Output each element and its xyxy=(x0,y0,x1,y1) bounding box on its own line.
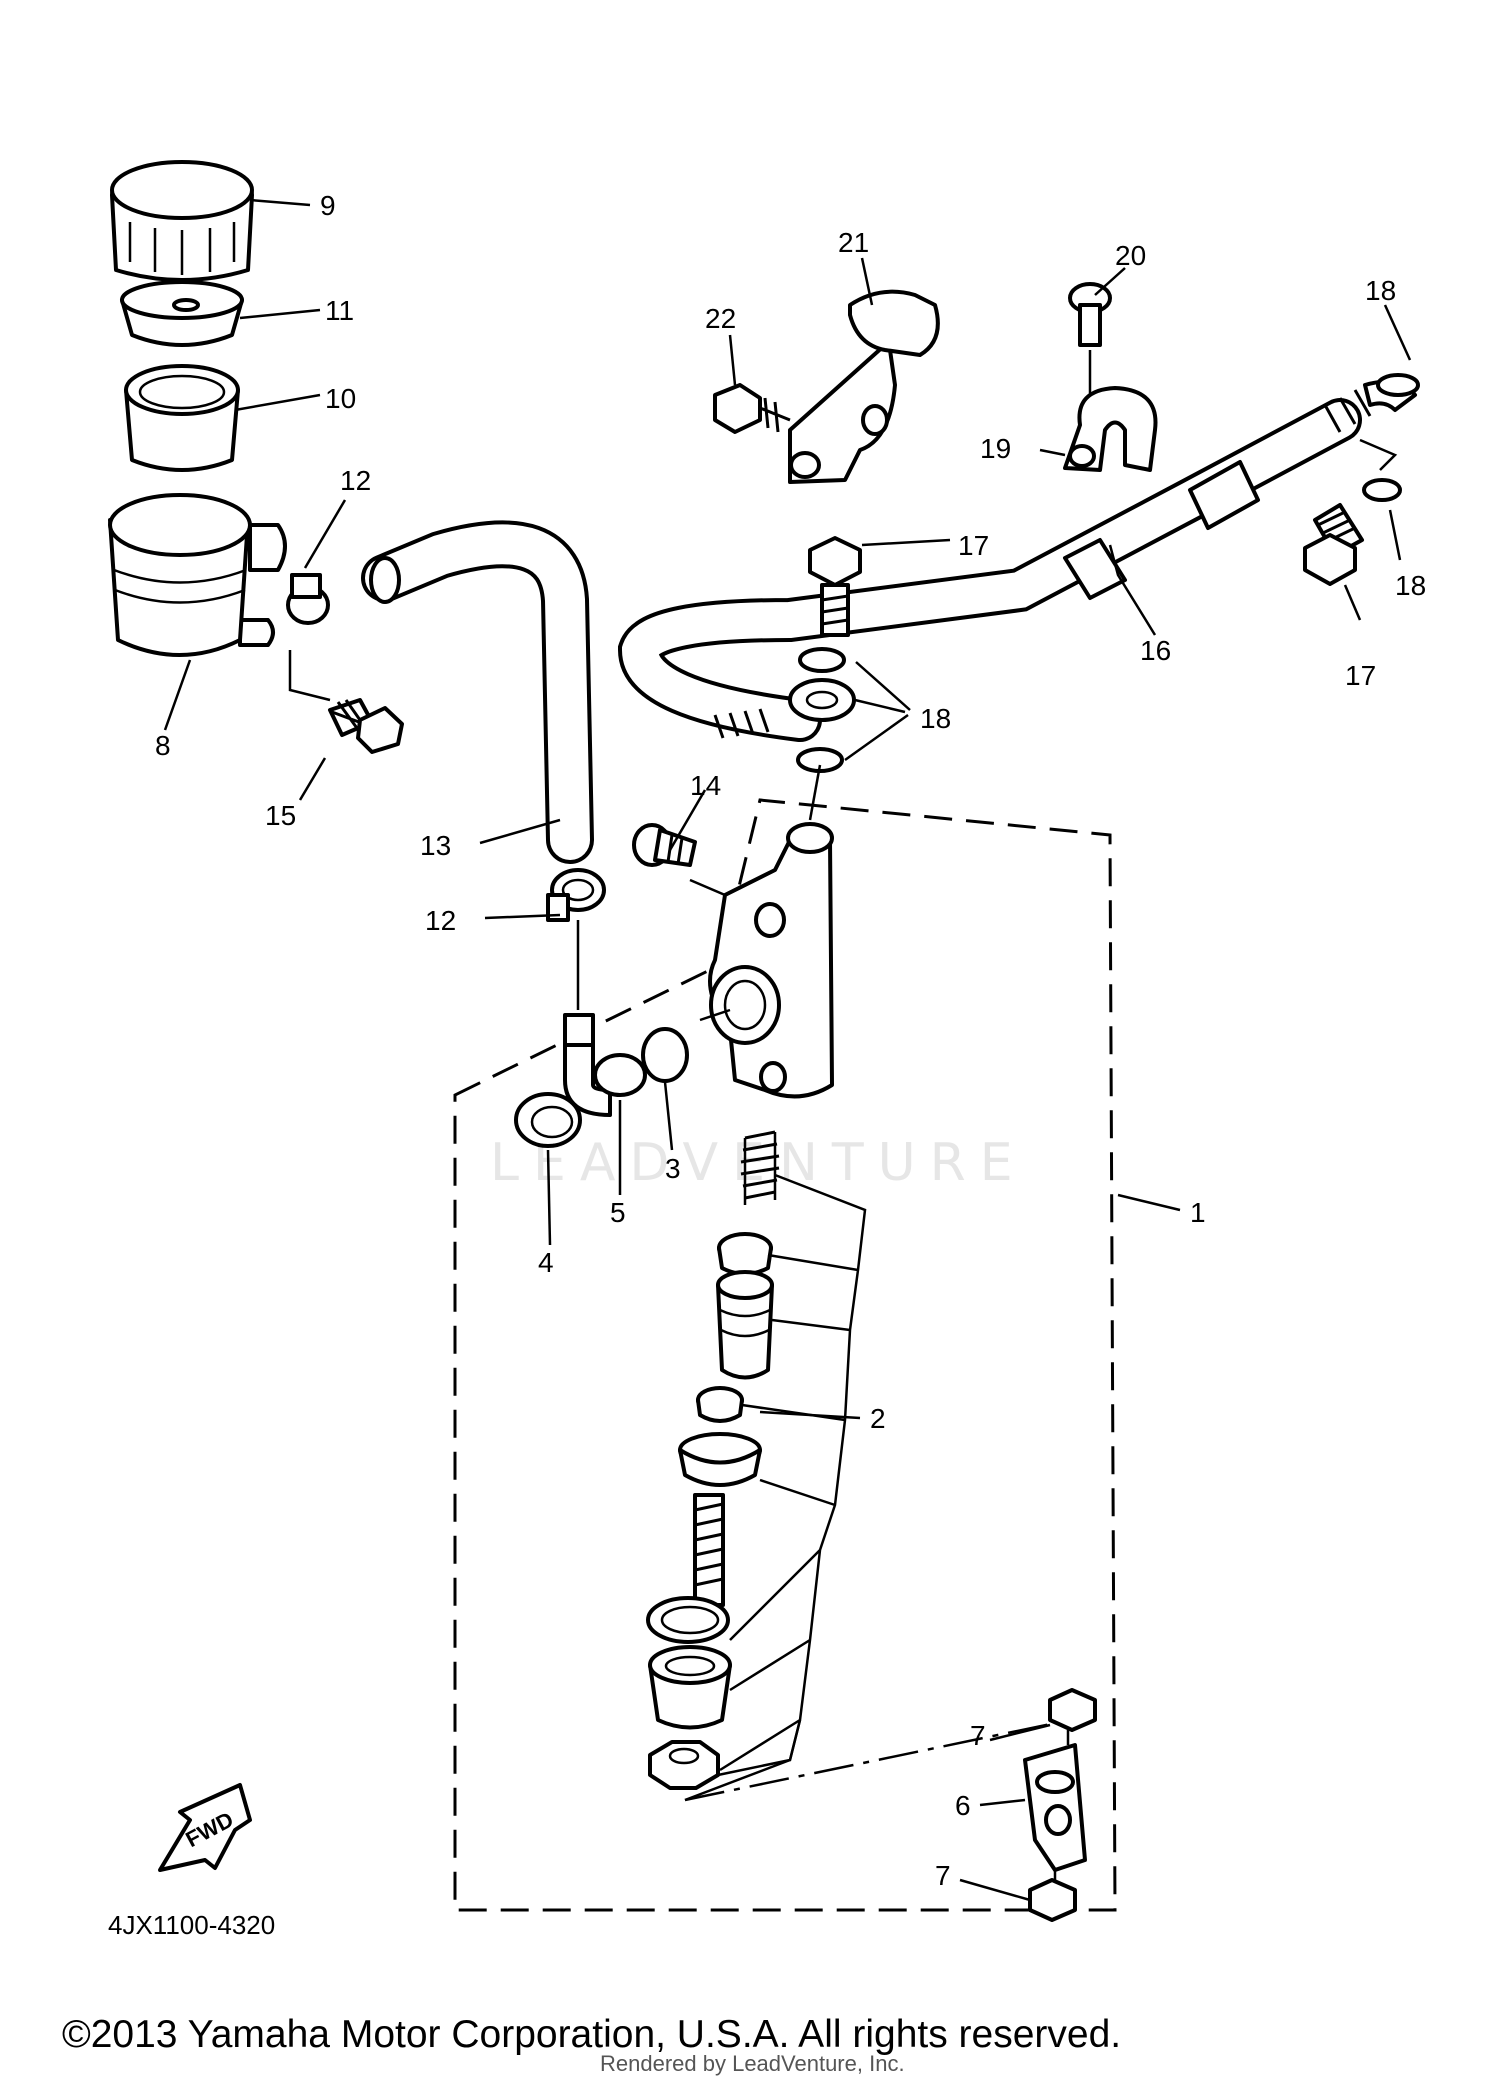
part-6-clevis xyxy=(1023,1743,1087,1872)
copyright-notice: ©2013 Yamaha Motor Corporation, U.S.A. A… xyxy=(62,2013,1121,2056)
callout-9: 9 xyxy=(320,190,336,221)
callout-15: 15 xyxy=(265,800,296,831)
part-13-hose xyxy=(361,520,594,864)
part-2-spring xyxy=(740,1130,780,1205)
callout-20: 20 xyxy=(1115,240,1146,271)
part-7-nut-upper xyxy=(1048,1688,1097,1732)
callout-21: 21 xyxy=(838,227,869,258)
master-cylinder-body xyxy=(689,822,834,1099)
callout-18-right: 18 xyxy=(1395,570,1426,601)
callout-6: 6 xyxy=(955,1790,971,1821)
part-12-hose-clamp-lower xyxy=(546,868,606,922)
callout-22: 22 xyxy=(705,303,736,334)
watermark: LEADVENTURE xyxy=(490,1133,1027,1193)
fwd-arrow-icon: FWD xyxy=(158,1783,252,1872)
leader-lines xyxy=(163,198,1412,1902)
callout-13: 13 xyxy=(420,830,451,861)
part-2-push-rod xyxy=(678,1432,762,1607)
callout-7-upper: 7 xyxy=(970,1720,986,1751)
part-2-leader-bracket xyxy=(717,1173,867,1777)
part-18-washer-right xyxy=(1362,478,1402,502)
callout-17-right: 17 xyxy=(1345,660,1376,691)
callout-3: 3 xyxy=(665,1153,681,1184)
rendered-by-note: Rendered by LeadVenture, Inc. xyxy=(600,2051,905,2076)
part-12-hose-clamp-upper xyxy=(286,573,330,625)
part-16-brake-hose xyxy=(617,379,1417,742)
callout-12-lower: 12 xyxy=(425,905,456,936)
callout-12-upper: 12 xyxy=(340,465,371,496)
part-2-nut xyxy=(648,1740,720,1790)
callout-4: 4 xyxy=(538,1247,554,1278)
callout-2: 2 xyxy=(870,1403,886,1434)
part-code: 4JX1100-4320 xyxy=(108,1910,275,1940)
part-20-screw xyxy=(1068,282,1112,400)
part-4-circlip xyxy=(514,1092,582,1148)
callout-18-top: 18 xyxy=(1365,275,1396,306)
callout-labels: 1 2 3 4 5 6 7 7 8 9 10 11 12 12 13 14 15… xyxy=(155,190,1426,1891)
part-3-o-ring xyxy=(641,1027,689,1083)
callout-10: 10 xyxy=(325,383,356,414)
callout-14: 14 xyxy=(690,770,721,801)
callout-17-center: 17 xyxy=(958,530,989,561)
banjo-fitting xyxy=(788,678,856,722)
callout-18-center: 18 xyxy=(920,703,951,734)
part-7-nut-lower xyxy=(1028,1878,1077,1922)
callout-11: 11 xyxy=(325,295,354,326)
part-18-washer-center-upper xyxy=(798,647,846,673)
callout-16: 16 xyxy=(1140,635,1171,666)
part-19-clamp xyxy=(1063,386,1158,472)
part-14-bolt xyxy=(632,823,697,867)
callout-7-lower: 7 xyxy=(935,1860,951,1891)
part-9-reservoir-cap xyxy=(110,160,254,282)
part-21-bracket xyxy=(788,289,940,484)
part-18-washer-upper-right xyxy=(1376,373,1420,397)
part-5-hose-fitting xyxy=(563,1013,647,1117)
callout-8: 8 xyxy=(155,730,171,761)
part-2-dust-boot xyxy=(648,1645,732,1730)
part-11-diaphragm-plate xyxy=(120,280,244,347)
part-17-bolt-center xyxy=(808,536,862,637)
callout-5: 5 xyxy=(610,1197,626,1228)
part-2-cup-2 xyxy=(696,1386,744,1423)
part-22-bolt xyxy=(713,383,791,434)
part-8-reservoir-tank xyxy=(108,493,287,657)
part-15-bolt xyxy=(328,698,404,754)
part-2-circlip xyxy=(646,1596,730,1644)
part-2-piston xyxy=(716,1270,774,1380)
part-2-cup-1 xyxy=(717,1232,773,1276)
callout-1: 1 xyxy=(1190,1197,1206,1228)
part-17-bolt-right xyxy=(1303,503,1364,586)
callout-19: 19 xyxy=(980,433,1011,464)
part-10-diaphragm xyxy=(124,364,240,472)
